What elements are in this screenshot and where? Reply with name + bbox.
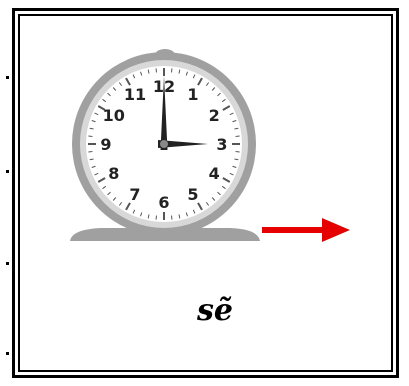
clock-tick xyxy=(94,112,99,116)
clock-tick xyxy=(91,165,96,168)
clock-numeral: 3 xyxy=(216,135,227,154)
left-margin-mark xyxy=(6,170,9,173)
clock-tick xyxy=(234,158,239,161)
clock-numeral: 10 xyxy=(103,106,125,125)
clock-tick xyxy=(232,120,237,123)
clock-tick xyxy=(125,202,131,211)
clock-numeral: 5 xyxy=(187,185,198,204)
clock-tick xyxy=(185,212,188,217)
clock-tick xyxy=(147,69,150,74)
clock-numeral: 11 xyxy=(124,85,146,104)
inner-frame xyxy=(18,14,393,372)
clock-tick xyxy=(147,214,150,219)
clock-tick xyxy=(132,209,136,214)
clock-tick xyxy=(222,177,231,183)
clock-numeral: 2 xyxy=(209,106,220,125)
clock-tick xyxy=(102,98,107,103)
clock-tick xyxy=(234,127,239,130)
hour-hand xyxy=(158,140,208,148)
clock-tick xyxy=(211,197,216,201)
clock-numeral: 9 xyxy=(100,135,111,154)
arrow-head xyxy=(322,218,350,242)
clock-tick xyxy=(221,98,226,103)
clock-tick xyxy=(107,191,111,196)
minute-hand xyxy=(160,76,168,150)
left-margin-mark xyxy=(6,262,9,265)
clock-tick xyxy=(97,177,106,183)
arrow-shaft xyxy=(262,227,324,233)
clock-tick xyxy=(221,185,226,190)
clock-minute-ticks xyxy=(88,68,240,220)
clock-numeral: 6 xyxy=(158,193,169,212)
clock-tick xyxy=(178,214,181,219)
clock-numeral: 8 xyxy=(108,164,119,183)
alarm-clock-icon: 121234567891011 xyxy=(70,49,260,241)
clock-tick xyxy=(192,74,196,79)
clock-tick xyxy=(97,105,106,111)
word-caption: sẽ xyxy=(197,293,233,328)
clock-tick xyxy=(217,191,221,196)
clock-numeral: 1 xyxy=(187,85,198,104)
clock-tick xyxy=(132,74,136,79)
clock-tick xyxy=(94,172,99,176)
clock-numeral: 7 xyxy=(129,185,140,204)
clock-tick xyxy=(178,69,181,74)
clock-tick xyxy=(112,197,117,201)
clock-tick xyxy=(118,82,123,87)
clock-tick xyxy=(89,158,94,161)
clock-tick xyxy=(232,165,237,168)
clock-tick xyxy=(140,212,143,217)
clock-numeral: 4 xyxy=(209,164,220,183)
clock-tick xyxy=(140,71,143,76)
left-margin-mark xyxy=(6,76,9,79)
clock-hands xyxy=(158,76,208,150)
clock-tick xyxy=(118,201,123,206)
clock-tick xyxy=(185,71,188,76)
clock-tick xyxy=(197,202,203,211)
left-margin-mark xyxy=(6,352,9,355)
clock-tick xyxy=(217,92,221,97)
clock-tick xyxy=(211,87,216,91)
clock-tick xyxy=(107,92,111,97)
clock-tick xyxy=(197,77,203,86)
clock-tick xyxy=(205,82,210,87)
clock-tick xyxy=(229,172,234,176)
clock-tick xyxy=(89,127,94,130)
right-arrow-icon xyxy=(262,218,350,242)
clock-tick xyxy=(205,201,210,206)
clock-tick xyxy=(91,120,96,123)
clock-tick xyxy=(102,185,107,190)
clock-center-pin xyxy=(160,140,168,148)
outer-frame xyxy=(12,8,399,378)
clock-tick xyxy=(229,112,234,116)
clock-tick xyxy=(222,105,231,111)
clock-tick xyxy=(112,87,117,91)
clock-tick xyxy=(192,209,196,214)
clock-tick xyxy=(125,77,131,86)
